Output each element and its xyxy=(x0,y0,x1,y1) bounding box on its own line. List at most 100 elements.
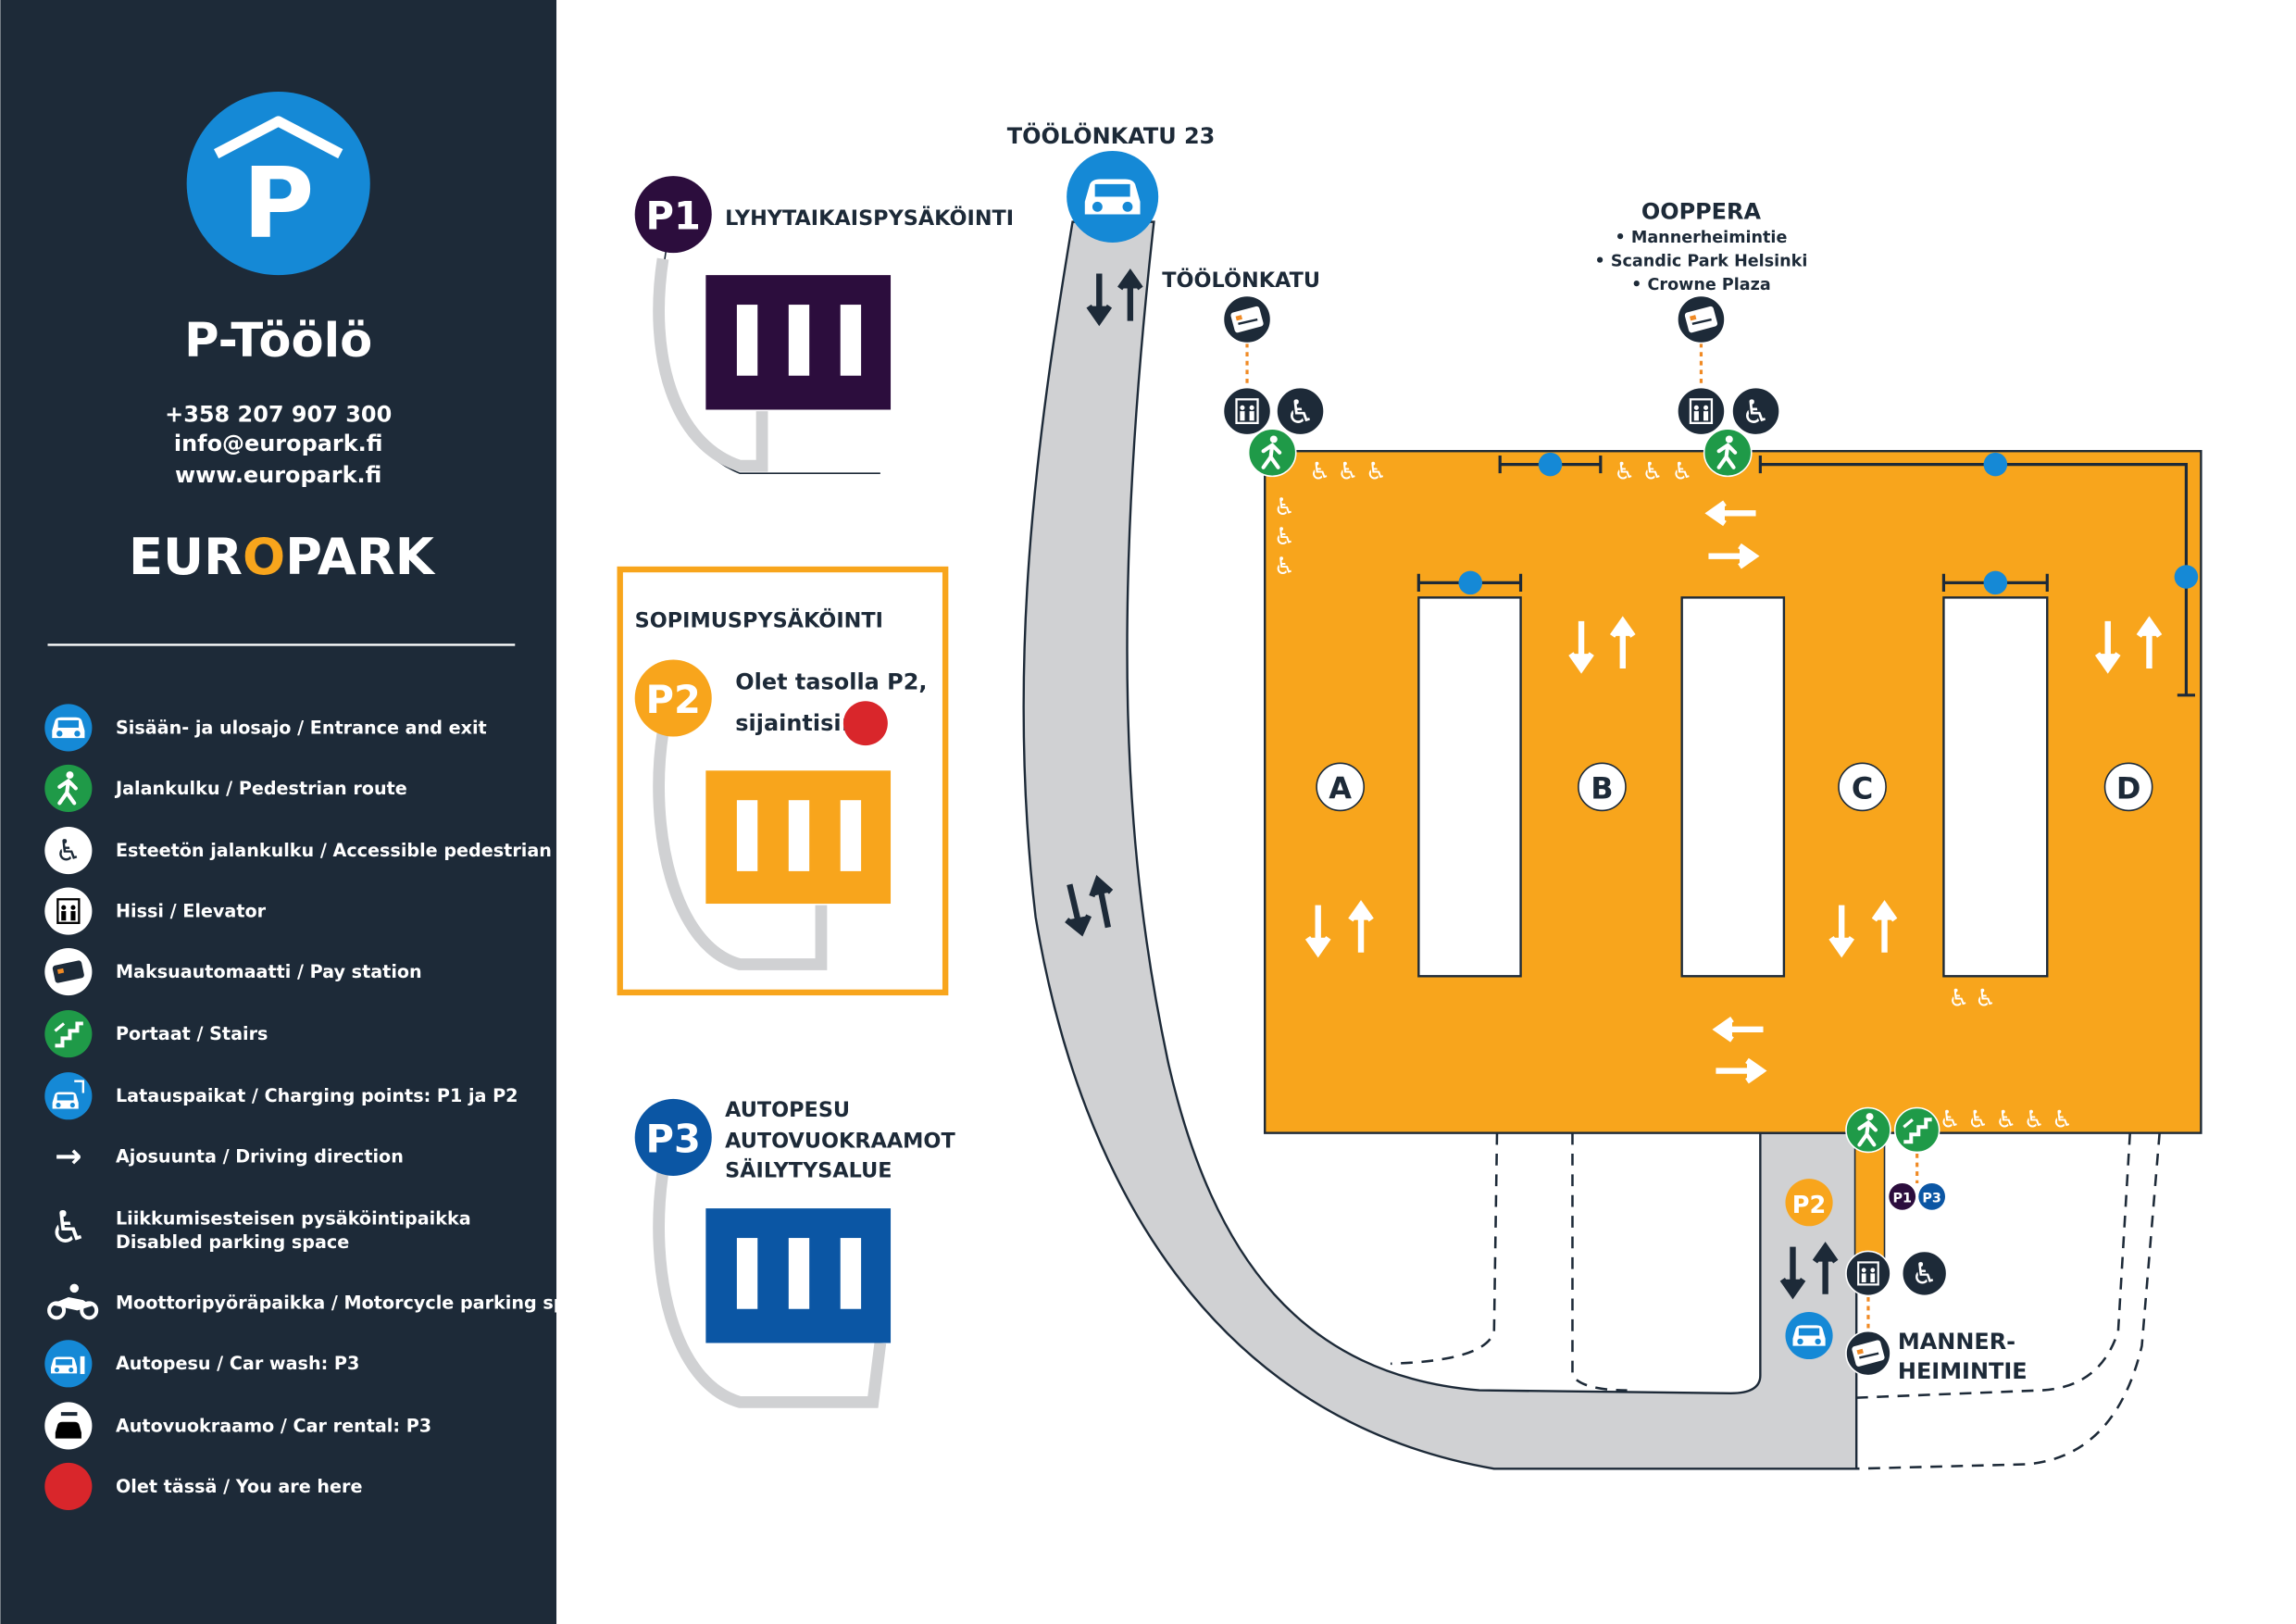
svg-text:Olet tässä / You are here: Olet tässä / You are here xyxy=(116,1476,363,1497)
legend-item: Moottoripyöräpaikka / Motorcycle parking… xyxy=(47,1283,601,1320)
elevator-icon xyxy=(1677,386,1726,436)
svg-text:P3: P3 xyxy=(1922,1192,1941,1206)
legend-item: Olet tässä / You are here xyxy=(44,1462,363,1510)
zone-d: D xyxy=(2116,771,2141,806)
europark-logo: EUROPARK xyxy=(129,528,436,586)
disabled-parking-spaces: ♿♿♿ ♿♿♿ ♿♿ ♿♿♿♿♿ ♿♿♿ xyxy=(1274,458,2073,1134)
svg-text:Ajosuunta / Driving direction: Ajosuunta / Driving direction xyxy=(116,1146,404,1168)
elevator-icon xyxy=(1845,1250,1891,1297)
zone-b: B xyxy=(1591,771,1613,806)
pedestrian-icon xyxy=(1845,1106,1891,1154)
svg-text:♿: ♿ xyxy=(1995,1106,2016,1133)
svg-text:♿: ♿ xyxy=(1614,458,1635,486)
arrow-icon: → xyxy=(55,1137,81,1175)
wheelchair-icon: ♿ xyxy=(1901,1250,1948,1297)
svg-text:Hissi / Elevator: Hissi / Elevator xyxy=(116,900,267,921)
car-wash-icon xyxy=(44,1340,93,1388)
p2-badge: P2 xyxy=(646,677,701,722)
p2-location-line1: Olet tasolla P2, xyxy=(735,668,927,694)
entrance-exit-icon[interactable] xyxy=(1785,1311,1833,1360)
exit-ooppera-item: • Crowne Plaza xyxy=(1631,276,1771,294)
svg-text:P2: P2 xyxy=(1792,1192,1826,1219)
zone-a: A xyxy=(1329,771,1352,806)
legend-item: Portaat / Stairs xyxy=(44,1010,268,1058)
svg-text:Autopesu / Car wash: P3: Autopesu / Car wash: P3 xyxy=(116,1353,359,1374)
legend-item: Sisään- ja ulosajo / Entrance and exit xyxy=(44,704,487,752)
svg-text:Latauspaikat / Charging points: Latauspaikat / Charging points: P1 ja P2 xyxy=(116,1085,518,1106)
p1-label: LYHYTAIKAISPYSÄKÖINTI xyxy=(725,205,1014,231)
car-icon xyxy=(44,704,93,752)
driveway-ramp xyxy=(1022,220,1858,1470)
entrance-exit-icon[interactable] xyxy=(1067,150,1159,243)
pedestrian-icon xyxy=(1703,428,1753,478)
charging-icon xyxy=(1983,452,2008,477)
svg-text:♿: ♿ xyxy=(1366,458,1387,486)
elevator-icon xyxy=(1222,386,1272,436)
charging-icon xyxy=(1983,570,2008,595)
svg-text:♿: ♿ xyxy=(1967,1106,1989,1133)
svg-text:♿: ♿ xyxy=(1948,984,1969,1012)
p1-badge: P1 xyxy=(646,194,701,239)
legend-item: Autopesu / Car wash: P3 xyxy=(44,1340,359,1388)
zone-labels: A B C D xyxy=(1316,762,2153,812)
p3-label-3: SÄILYTYSALUE xyxy=(725,1157,892,1183)
website-link[interactable]: www.europark.fi xyxy=(175,462,381,488)
svg-text:♿: ♿ xyxy=(1274,493,1295,521)
p3-label-2: AUTOVUOKRAAMOT xyxy=(725,1130,955,1154)
stairs-icon xyxy=(44,1010,93,1058)
charging-icon xyxy=(2174,565,2199,589)
legend-item: ♿Liikkumisesteisen pysäköintipaikkaDisab… xyxy=(48,1203,470,1254)
svg-text:♿: ♿ xyxy=(2052,1106,2073,1133)
svg-text:♿: ♿ xyxy=(1286,394,1316,431)
dashed-walkways xyxy=(1390,1132,2161,1470)
level-p3-inset: P3 AUTOPESU AUTOVUOKRAAMOT SÄILYTYSALUE xyxy=(634,1098,955,1408)
driving-direction-arrows xyxy=(1304,500,2163,1084)
legend-item: Autovuokraamo / Car rental: P3 xyxy=(44,1402,431,1450)
wheelchair-icon: ♿ xyxy=(1276,386,1325,436)
ramp-arrows xyxy=(1065,268,1839,1300)
disabled-parking-icon: ♿ xyxy=(48,1203,88,1254)
pay-station-icon xyxy=(44,947,93,996)
charging-icon xyxy=(44,1072,93,1120)
svg-text:Portaat / Stairs: Portaat / Stairs xyxy=(116,1023,268,1044)
legend-item: Hissi / Elevator xyxy=(44,887,267,935)
email-link[interactable]: info@europark.fi xyxy=(174,431,383,456)
entrance-label: TÖÖLÖNKATU 23 xyxy=(1007,121,1216,149)
svg-text:♿: ♿ xyxy=(1274,523,1295,551)
charging-icon xyxy=(1458,570,1483,595)
svg-text:♿: ♿ xyxy=(1274,553,1295,581)
level-p1-inset: P1 LYHYTAIKAISPYSÄKÖINTI xyxy=(634,176,1014,474)
facility-title: P-Töölö xyxy=(184,314,372,369)
svg-text:♿: ♿ xyxy=(2024,1106,2045,1133)
svg-text:♿: ♿ xyxy=(1337,458,1358,486)
level-p2-inset: SOPIMUSPYSÄKÖINTI P2 Olet tasolla P2, si… xyxy=(617,566,949,996)
pay-station-icon xyxy=(1222,294,1272,344)
svg-text:♿: ♿ xyxy=(1671,458,1692,486)
svg-text:Sisään- ja ulosajo / Entrance: Sisään- ja ulosajo / Entrance and exit xyxy=(116,717,487,738)
svg-text:Moottoripyöräpaikka / Motorc: Moottoripyöräpaikka / Motorcycle parking… xyxy=(116,1293,601,1314)
svg-text:♿: ♿ xyxy=(1309,458,1330,486)
motorcycle-icon xyxy=(47,1283,99,1320)
legend-item: Maksuautomaatti / Pay station xyxy=(44,947,422,996)
charging-rails xyxy=(1416,456,2195,697)
svg-text:Disabled parking space: Disabled parking space xyxy=(116,1231,349,1253)
zone-c: C xyxy=(1852,771,1873,806)
svg-text:♿: ♿ xyxy=(48,1203,88,1254)
you-are-here-icon xyxy=(44,1462,93,1510)
pedestrian-icon xyxy=(44,764,93,812)
wheelchair-icon: ♿ xyxy=(44,826,93,875)
legend-item: → Ajosuunta / Driving direction xyxy=(55,1137,404,1175)
svg-text:♿: ♿ xyxy=(56,833,82,868)
p3-small-badge: P3 xyxy=(1918,1182,1946,1210)
legend-item: Latauspaikat / Charging points: P1 ja P2 xyxy=(44,1072,518,1120)
p3-badge: P3 xyxy=(646,1116,701,1161)
svg-text:♿: ♿ xyxy=(1975,984,1996,1012)
phone-number[interactable]: +358 207 907 300 xyxy=(165,401,392,427)
svg-text:Jalankulku / Pedestrian route: Jalankulku / Pedestrian route xyxy=(114,778,407,799)
wheelchair-icon: ♿ xyxy=(1731,386,1780,436)
svg-text:Esteetön jalankulku / Accessi: Esteetön jalankulku / Accessible pedestr… xyxy=(116,840,612,861)
p2-heading: SOPIMUSPYSÄKÖINTI xyxy=(635,606,883,632)
legend: Sisään- ja ulosajo / Entrance and exit J… xyxy=(44,704,612,1510)
parking-logo-letter: P xyxy=(243,146,314,260)
